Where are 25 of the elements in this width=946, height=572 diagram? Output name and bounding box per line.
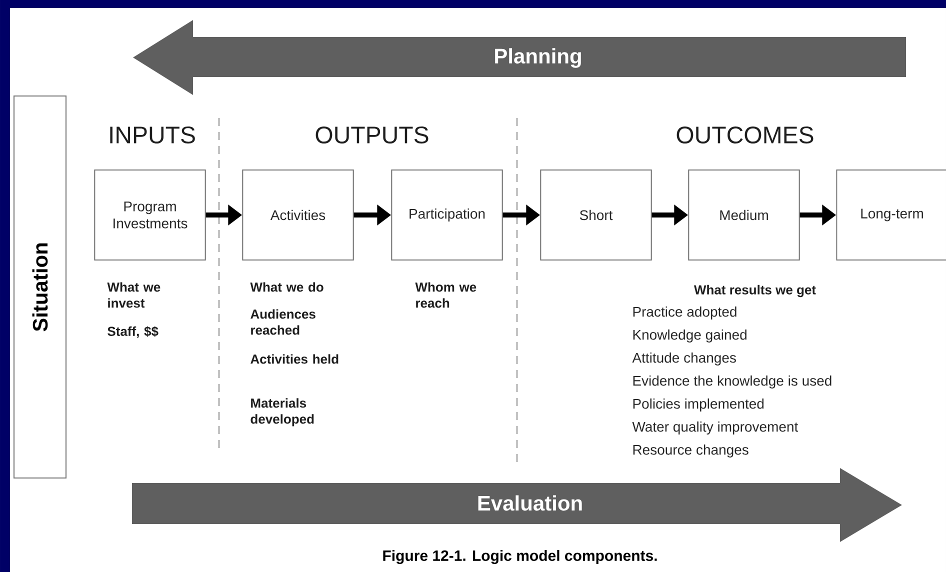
process-box: Medium <box>688 170 800 260</box>
beside-text: Staff, $$ <box>108 326 158 338</box>
process-box: Short <box>540 170 652 260</box>
beside-text: Audiences reached <box>250 309 316 335</box>
beside-text: Activities held <box>250 354 338 364</box>
heading: OUTCOMES <box>676 126 814 144</box>
outcome-item: Knowledge gained <box>633 329 746 343</box>
heading: INPUTS <box>110 126 195 144</box>
outcome-item: Evidence the knowledge is used <box>633 375 832 389</box>
process-box: Program Investments <box>94 170 206 260</box>
outcome-item: Policies implemented <box>633 398 764 412</box>
situation-box: Situation <box>14 96 66 478</box>
outcome-item: Practice adopted <box>633 306 736 320</box>
beside-text: What we do <box>250 282 324 292</box>
process-box: Activities <box>242 170 354 260</box>
list-heading: What results we get <box>694 284 816 298</box>
beside-text: What we invest <box>107 282 160 308</box>
process-box: Participation <box>391 170 503 260</box>
beside-text: Materials developed <box>250 398 314 426</box>
caption: Figure 12-1. Logic model components. <box>383 550 657 564</box>
outcome-item: Water quality improvement <box>632 421 798 435</box>
process-box: Long-term <box>836 170 946 260</box>
beside-text: Whom we reach <box>415 282 476 308</box>
outcome-item: Attitude changes <box>632 352 736 366</box>
heading: OUTPUTS <box>316 126 428 144</box>
